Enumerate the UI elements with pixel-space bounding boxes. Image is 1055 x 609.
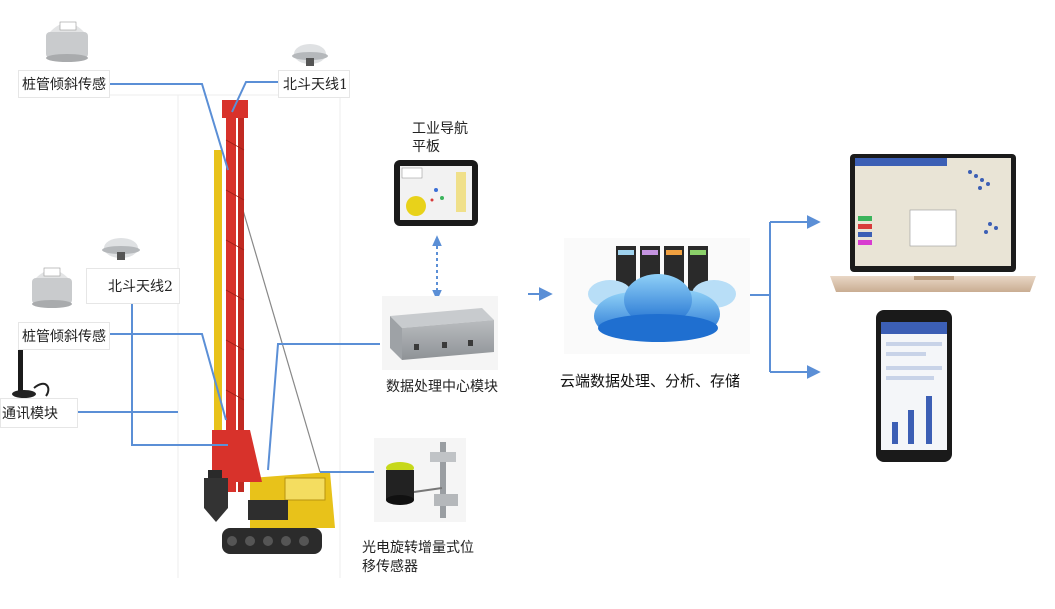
- gnss-antenna-icon: [292, 44, 328, 66]
- comm-module-box: [0, 398, 78, 428]
- data-center-label: 数据处理中心模块: [386, 379, 498, 395]
- pile-tilt-sensor-top-label: 桩管倾斜传感: [22, 77, 106, 93]
- pile-rig-illustration: [204, 100, 335, 554]
- comm-antenna-icon: [12, 348, 50, 398]
- control-box-icon: [382, 296, 498, 370]
- comm-module-label: 通讯模块: [2, 406, 58, 422]
- tilt-sensor-icon: [46, 21, 88, 62]
- tablet-icon: [394, 160, 478, 226]
- tablet-label-line1: 工业导航: [412, 121, 468, 137]
- beidou-antenna-1-label: 北斗天线1: [283, 77, 348, 93]
- pile-tilt-sensor-top-box: [18, 70, 110, 98]
- beidou-antenna-2-label: 北斗天线2: [108, 279, 173, 295]
- laptop-icon: [830, 154, 1036, 292]
- cloud-server-icon: [564, 238, 750, 354]
- encoder-icon: [374, 438, 466, 522]
- pile-tilt-sensor-mid-box: [18, 322, 110, 350]
- pile-tilt-sensor-mid-label: 桩管倾斜传感: [22, 329, 106, 345]
- connector-lines: [78, 81, 821, 473]
- beidou-antenna-2-box: [86, 268, 180, 304]
- phone-icon: [876, 310, 952, 462]
- tablet-label-line2: 平板: [412, 139, 440, 155]
- encoder-label-line1: 光电旋转增量式位: [362, 540, 474, 556]
- encoder-label-line2: 移传感器: [362, 559, 418, 575]
- beidou-antenna-1-box: [278, 70, 350, 98]
- gnss-antenna-icon: [102, 238, 140, 260]
- tilt-sensor-icon: [32, 267, 72, 308]
- cloud-label: 云端数据处理、分析、存储: [560, 372, 741, 390]
